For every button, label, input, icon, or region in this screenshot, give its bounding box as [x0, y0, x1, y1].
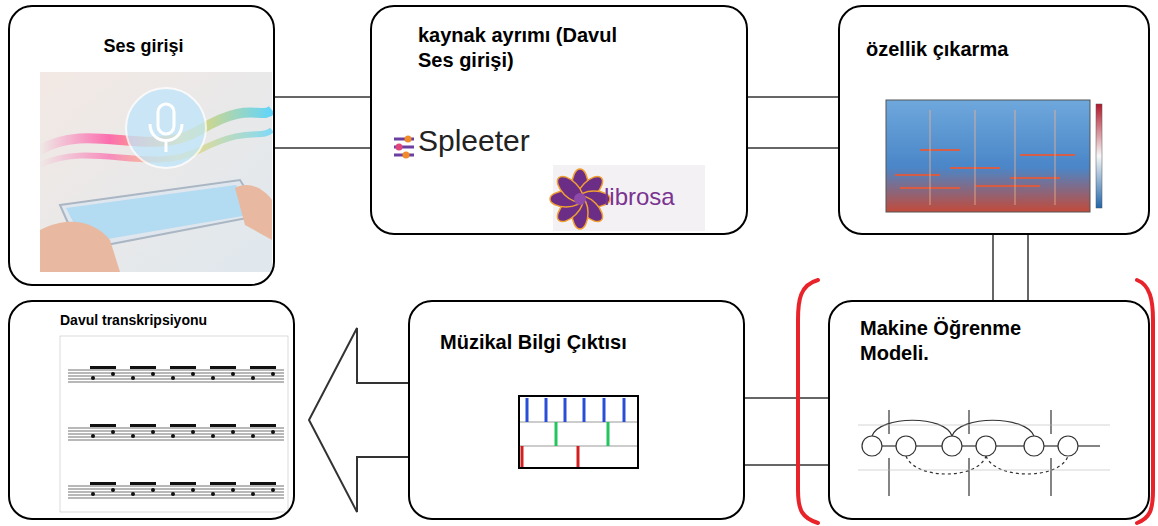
process-box: Makine Öğrenme Modeli. — [828, 300, 1150, 520]
process-box: özellik çıkarma — [838, 5, 1150, 235]
connector-line — [992, 235, 994, 300]
sheet-music-image — [60, 336, 288, 512]
box-title: kaynak ayrımı (Davul Ses girişi) — [418, 23, 618, 73]
box-title: Makine Öğrenme Modeli. — [860, 316, 1050, 366]
connector-line — [275, 147, 370, 149]
process-box: kaynak ayrımı (Davul Ses girişi) Spleeter… — [370, 5, 748, 235]
logo-text: librosa — [604, 182, 714, 212]
connector-line — [748, 147, 838, 149]
connector-line — [275, 96, 370, 98]
highlight-brackets — [798, 280, 1153, 523]
spectrogram-image — [886, 100, 1102, 212]
onset-chart — [519, 396, 638, 468]
box-title: Davul transkripsiyonu — [60, 312, 290, 330]
flow-arrow — [309, 328, 408, 512]
rnn-illustration — [858, 410, 1110, 496]
box-title: Müzikal Bilgi Çıktısı — [440, 330, 730, 355]
connector-line — [1027, 235, 1029, 300]
microphone-illustration — [40, 72, 272, 272]
connector-line — [748, 96, 838, 98]
spleeter-icon — [394, 136, 414, 159]
connector-line — [745, 397, 828, 399]
process-box: Ses girişi — [8, 5, 275, 286]
connector-line — [745, 464, 828, 466]
process-box: Müzikal Bilgi Çıktısı — [408, 300, 745, 520]
box-title: Ses girişi — [10, 35, 277, 58]
logo-text: Spleeter — [418, 122, 578, 160]
process-box: Davul transkripsiyonu — [8, 300, 295, 520]
box-title: özellik çıkarma — [866, 37, 1136, 62]
